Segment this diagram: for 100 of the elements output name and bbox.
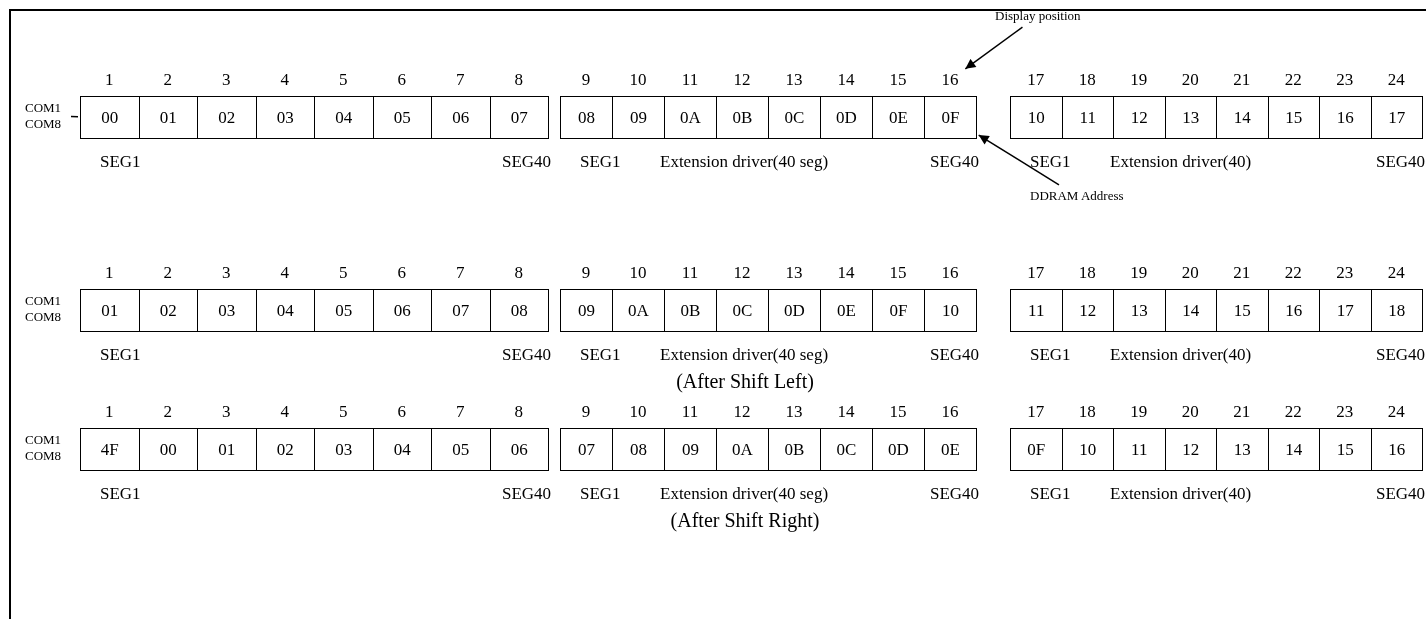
address-cell: 06 (431, 96, 491, 139)
address-cell: 13 (1216, 428, 1269, 471)
address-cell: 02 (197, 96, 257, 139)
caption: (After Shift Right) (670, 508, 820, 532)
address-cell: 10 (924, 289, 977, 332)
address-cell: 03 (255, 96, 315, 139)
address-cell: 18 (1370, 289, 1423, 332)
position-number: 12 (732, 70, 752, 90)
address-cell: 0D (872, 428, 925, 471)
segment-label: Extension driver(40) (1110, 345, 1252, 365)
position-number: 15 (888, 70, 908, 90)
segment-label: Extension driver(40) (1110, 152, 1252, 172)
address-cell: 06 (489, 428, 549, 471)
position-number: 8 (513, 263, 524, 283)
pin-label: COM1 COM8 (25, 432, 63, 464)
segment-label: SEG40 (930, 152, 980, 172)
pin-label: COM1 COM8 (25, 293, 63, 325)
position-number: 12 (732, 402, 752, 422)
position-number: 19 (1129, 263, 1149, 283)
position-number: 18 (1077, 70, 1097, 90)
address-cell: 0F (924, 96, 977, 139)
address-cell: 0E (820, 289, 873, 332)
address-cell: 09 (612, 96, 665, 139)
position-number: 18 (1077, 402, 1097, 422)
position-number: 9 (580, 70, 592, 90)
segment-label: SEG1 (100, 484, 141, 504)
position-number: 16 (940, 263, 960, 283)
segment-label: SEG40 (1376, 484, 1426, 504)
address-cell: 12 (1113, 96, 1166, 139)
address-cell: 06 (372, 289, 432, 332)
position-number: 5 (338, 70, 349, 90)
address-cell: 0D (820, 96, 873, 139)
position-number: 5 (338, 402, 349, 422)
segment-label: SEG40 (930, 484, 980, 504)
segment-label: SEG40 (1376, 345, 1426, 365)
position-number: 3 (221, 402, 232, 422)
address-cell: 0A (716, 428, 769, 471)
address-cell: 07 (560, 428, 613, 471)
address-cell: 14 (1267, 428, 1320, 471)
position-number: 20 (1180, 263, 1200, 283)
segment-label: SEG1 (580, 345, 621, 365)
address-cell: 10 (1061, 428, 1114, 471)
address-cell: 04 (314, 96, 374, 139)
position-number: 23 (1335, 402, 1355, 422)
address-cell: 16 (1319, 96, 1372, 139)
connector-line (70, 115, 79, 118)
address-cell: 15 (1216, 289, 1269, 332)
address-cell: 0A (612, 289, 665, 332)
segment-label: Extension driver(40 seg) (660, 345, 829, 365)
position-number: 24 (1386, 402, 1406, 422)
segment-label: SEG1 (1030, 484, 1071, 504)
address-cell: 0A (664, 96, 717, 139)
address-cell: 0C (768, 96, 821, 139)
position-number: 12 (732, 263, 752, 283)
position-number: 22 (1283, 402, 1303, 422)
position-number: 21 (1232, 263, 1252, 283)
position-number: 8 (513, 70, 524, 90)
position-number: 17 (1026, 70, 1046, 90)
position-number: 9 (580, 402, 592, 422)
position-number: 13 (784, 263, 804, 283)
position-number: 22 (1283, 263, 1303, 283)
position-number: 4 (279, 263, 290, 283)
position-number: 8 (513, 402, 524, 422)
position-number: 13 (784, 402, 804, 422)
position-number: 7 (455, 402, 466, 422)
address-cell: 0D (768, 289, 821, 332)
address-cell: 02 (138, 289, 198, 332)
position-number: 6 (396, 70, 407, 90)
segment-label: SEG1 (100, 152, 141, 172)
address-cell: 0E (872, 96, 925, 139)
position-number: 17 (1026, 263, 1046, 283)
address-cell: 13 (1113, 289, 1166, 332)
address-cell: 0B (768, 428, 821, 471)
position-number: 5 (338, 263, 349, 283)
position-number: 19 (1129, 70, 1149, 90)
address-cell: 0F (872, 289, 925, 332)
position-number: 4 (279, 70, 290, 90)
address-cell: 16 (1267, 289, 1320, 332)
position-number: 7 (455, 263, 466, 283)
position-number: 15 (888, 263, 908, 283)
pin-label: COM1 COM8 (25, 100, 69, 132)
address-cell: 12 (1164, 428, 1217, 471)
address-cell: 09 (560, 289, 613, 332)
address-cell: 0C (716, 289, 769, 332)
address-cell: 16 (1370, 428, 1423, 471)
position-number: 2 (162, 402, 173, 422)
address-cell: 02 (255, 428, 315, 471)
address-cell: 01 (138, 96, 198, 139)
address-cell: 14 (1164, 289, 1217, 332)
address-cell: 0B (716, 96, 769, 139)
position-number: 4 (279, 402, 290, 422)
position-number: 16 (940, 402, 960, 422)
address-cell: 05 (314, 289, 374, 332)
address-cell: 17 (1319, 289, 1372, 332)
position-number: 20 (1180, 402, 1200, 422)
position-number: 1 (104, 402, 115, 422)
segment-label: SEG40 (502, 345, 552, 365)
address-cell: 15 (1267, 96, 1320, 139)
segment-label: SEG1 (580, 484, 621, 504)
position-number: 6 (396, 263, 407, 283)
